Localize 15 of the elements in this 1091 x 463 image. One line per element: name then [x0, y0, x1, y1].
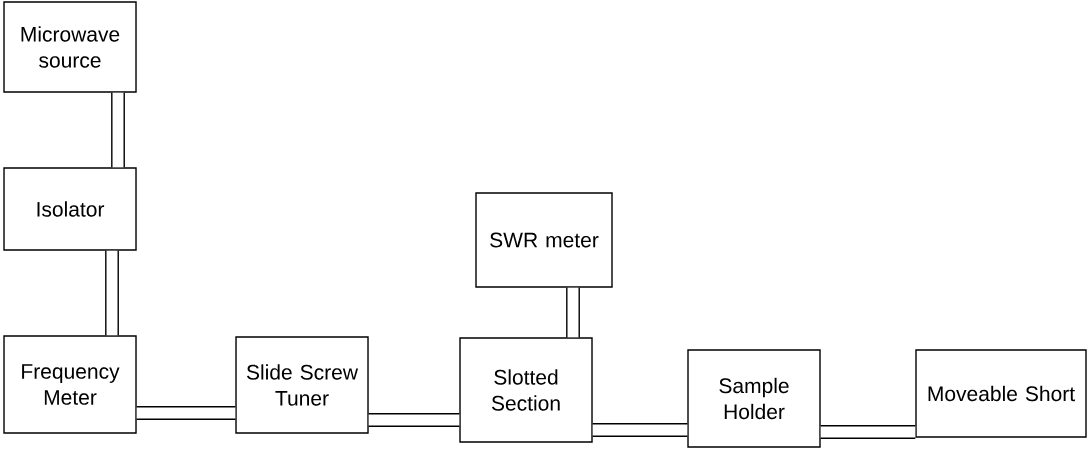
waveguide-connector [566, 287, 580, 338]
waveguide-connector [136, 406, 236, 420]
waveguide-connector [820, 425, 916, 439]
block-box: SWR meter [475, 192, 613, 288]
block-box: Slotted Section [459, 337, 593, 443]
waveguide-connector [111, 92, 125, 168]
waveguide-connector [368, 413, 460, 427]
block-box: Microwave source [3, 1, 137, 93]
block-box: Sample Holder [687, 349, 821, 448]
block-box: Frequency Meter [3, 335, 137, 434]
waveguide-connector [592, 423, 688, 437]
block-box: Slide Screw Tuner [235, 336, 369, 434]
block-box: Moveable Short [915, 349, 1087, 438]
waveguide-connector [105, 250, 119, 336]
block-box: Isolator [3, 167, 137, 251]
